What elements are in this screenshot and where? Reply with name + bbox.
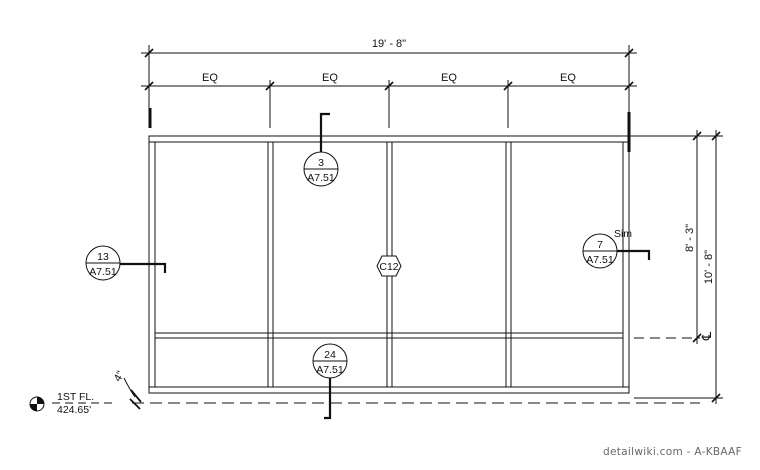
- level-name: 1ST FL.: [57, 391, 94, 403]
- section-tag-3-sheet: A7.51: [307, 172, 335, 184]
- type-tag-c12[interactable]: C12: [376, 255, 402, 277]
- section-tag-13-number: 13: [97, 251, 109, 263]
- section-tag-7-sheet: A7.51: [586, 254, 614, 266]
- overall-width-label: 19' - 8": [372, 38, 406, 50]
- left-offset-label: 4": [112, 369, 127, 384]
- curtain-wall-frame: [148, 135, 630, 394]
- section-tag-13[interactable]: 13 A7.51: [85, 245, 167, 281]
- outer-height-label: 10' - 8": [703, 250, 715, 284]
- bay-dimension-line: [141, 80, 637, 128]
- section-tag-24-number: 24: [324, 349, 336, 361]
- section-tag-7-note: Sim: [614, 228, 632, 240]
- left-offset-dimension: [123, 377, 142, 410]
- level-datum-icon: [29, 396, 45, 412]
- section-tag-24-sheet: A7.51: [316, 364, 344, 376]
- section-tag-13-sheet: A7.51: [89, 266, 117, 278]
- overall-width-dimension: [141, 45, 637, 118]
- type-tag-label: C12: [379, 261, 398, 273]
- right-height-dimensions: [630, 130, 723, 404]
- centerline-symbol: ℄: [700, 331, 715, 341]
- section-tag-3-number: 3: [318, 157, 324, 169]
- section-tag-7[interactable]: 7 A7.51 Sim: [582, 228, 651, 269]
- inner-height-label: 8' - 3": [684, 224, 696, 252]
- bay-label-4: EQ: [560, 72, 576, 84]
- bay-label-2: EQ: [322, 72, 338, 84]
- bay-label-1: EQ: [202, 72, 218, 84]
- watermark: detailwiki.com - A-KBAAF: [603, 446, 742, 458]
- level-elevation: 424.65': [57, 404, 91, 416]
- section-tag-3[interactable]: 3 A7.51: [303, 112, 339, 187]
- bay-label-3: EQ: [441, 72, 457, 84]
- section-tag-7-number: 7: [597, 239, 603, 251]
- section-tag-24[interactable]: 24 A7.51: [312, 343, 348, 420]
